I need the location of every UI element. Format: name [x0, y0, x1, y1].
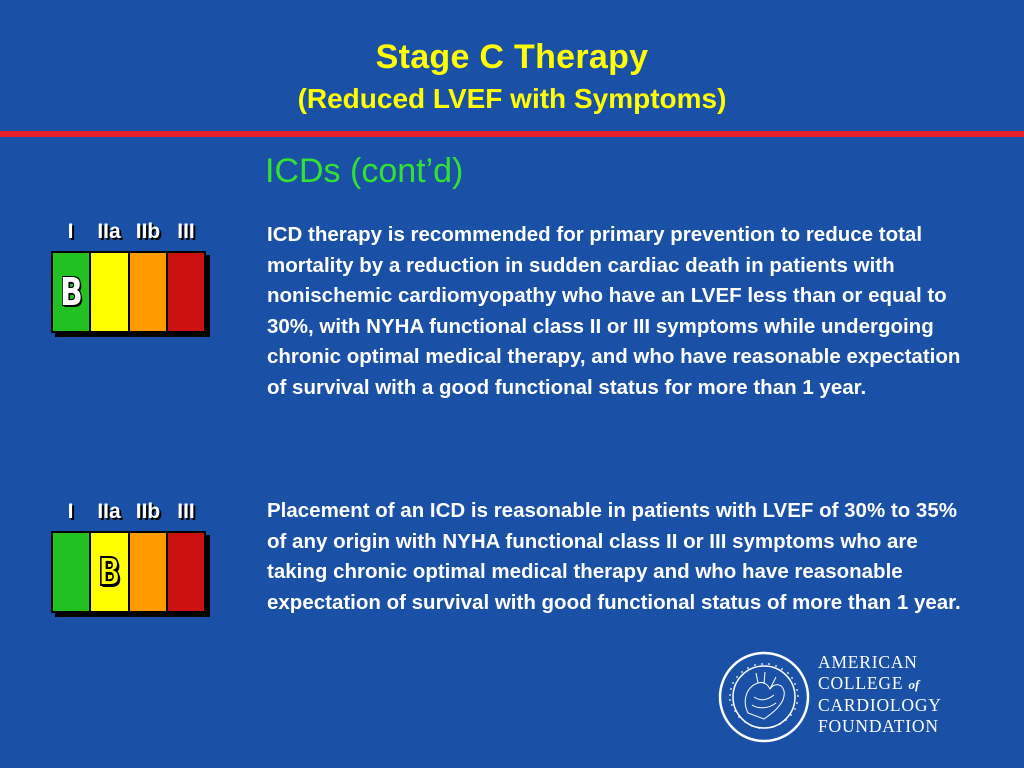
class-cell-iia: B	[91, 533, 130, 611]
logo-line-college: COLLEGE of	[818, 673, 942, 695]
logo-line-foundation: FOUNDATION	[818, 716, 939, 736]
recommendation-class-grid-1: B	[51, 251, 206, 333]
evidence-level-badge: B	[59, 270, 83, 314]
class-cell-i	[53, 533, 92, 611]
logo-line-cardiology: CARDIOLOGY	[818, 695, 942, 715]
class-labels-2: I IIa IIb III	[52, 500, 204, 524]
class-label-iia: IIa	[97, 220, 121, 243]
slide-title: Stage C Therapy	[375, 38, 649, 76]
class-cell-i: B	[53, 253, 92, 331]
class-cell-iib	[129, 533, 168, 611]
logo-word-of: of	[908, 677, 920, 692]
logo-word-college: COLLEGE	[818, 673, 904, 693]
class-label-iii: III	[177, 500, 195, 523]
class-label-i: I	[67, 220, 74, 243]
logo-line-american: AMERICAN	[818, 652, 918, 672]
evidence-level-badge: B	[97, 550, 121, 594]
slide-subtitle: (Reduced LVEF with Symptoms)	[297, 83, 727, 114]
class-label-iii: III	[177, 220, 195, 243]
acc-foundation-seal-icon	[718, 651, 810, 743]
class-label-iia: IIa	[97, 500, 121, 523]
class-cell-iii	[167, 253, 204, 331]
class-cell-iib	[129, 253, 168, 331]
class-cell-iia	[91, 253, 130, 331]
section-heading: ICDs (cont’d)	[265, 152, 464, 190]
acc-foundation-wordmark: AMERICAN COLLEGE of CARDIOLOGY FOUNDATIO…	[818, 652, 942, 737]
class-label-iib: IIb	[135, 220, 161, 243]
title-divider	[0, 131, 1024, 137]
class-labels-1: I IIa IIb III	[52, 220, 204, 244]
recommendation-text-2: Placement of an ICD is reasonable in pat…	[267, 499, 961, 614]
class-label-i: I	[67, 500, 74, 523]
class-cell-iii	[167, 533, 204, 611]
class-label-iib: IIb	[135, 500, 161, 523]
recommendation-text-1: ICD therapy is recommended for primary p…	[267, 223, 961, 399]
recommendation-class-grid-2: B	[51, 531, 206, 613]
